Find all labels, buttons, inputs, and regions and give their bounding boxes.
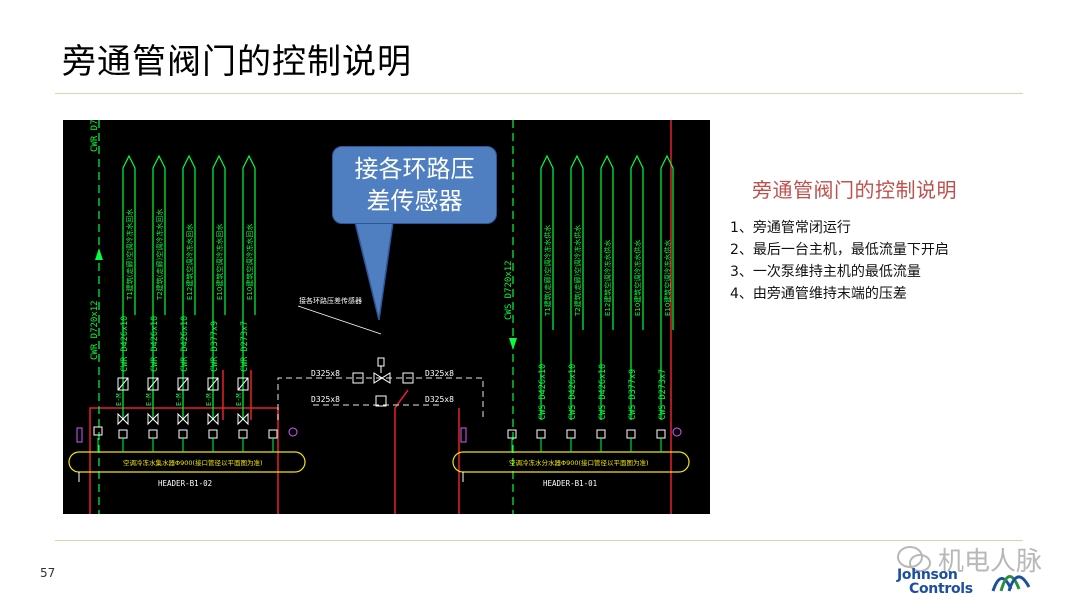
svg-text:T2建筑(走廊)空调冷冻水回水: T2建筑(走廊)空调冷冻水回水 [155,209,164,301]
svg-text:CWR D426x10: CWR D426x10 [120,316,130,372]
bypass-pipes [277,377,484,420]
svg-text:CWR D377x9: CWR D377x9 [210,321,220,372]
svg-text:CWS D426x10: CWS D426x10 [598,364,608,420]
right-flow-arrow [509,338,517,350]
right-main-label: CWS D720x12 [504,260,514,320]
left-flow-arrow [95,248,103,260]
schematic-svg: CWR D7 CWR D720x12 CWS D720x12 T1建筑(走廊)空… [68,120,690,514]
left-main-label: CWR D720x12 [90,300,100,360]
left-valve-tags: E-M E-M E-M E-M E-M [115,393,243,406]
red-pipes [89,120,672,514]
left-header [68,451,306,473]
svg-text:CWS D273x7: CWS D273x7 [658,369,668,420]
svg-text:T2建筑(走廊)空调冷冻水供水: T2建筑(走廊)空调冷冻水供水 [573,225,582,317]
svg-text:D325x8: D325x8 [311,369,340,378]
watermark-text: 机电人脉 [938,547,1043,577]
callout-pointer [355,222,394,321]
svg-text:E12建筑空调冷冻水供水: E12建筑空调冷冻水供水 [603,240,612,316]
sensor-callout: 接各环路压 差传感器 [332,146,497,224]
slide-title: 旁通管阀门的控制说明 [62,42,412,82]
svg-text:E10建筑空调冷冻水回水: E10建筑空调冷冻水回水 [245,224,254,300]
svg-text:E-M: E-M [115,393,123,406]
svg-text:CWS D426x10: CWS D426x10 [538,364,548,420]
control-points-list: 1、旁通管常闭运行 2、最后一台主机，最低流量下开启 3、一次泵维持主机的最低流… [730,217,949,305]
svg-text:D325x8: D325x8 [311,395,340,404]
page-number: 57 [40,566,56,580]
left-header-note: 空调冷冻水集水器Φ900(接口管径以平面图为准) [123,458,263,467]
right-risers [540,154,674,420]
svg-text:T1建筑(走廊)空调冷冻水供水: T1建筑(走廊)空调冷冻水供水 [543,225,552,317]
footer-divider [55,540,1023,541]
gauges [76,427,682,482]
list-item: 2、最后一台主机，最低流量下开启 [730,242,949,258]
left-riser-labels: T1建筑(走廊)空调冷冻水回水 T2建筑(走廊)空调冷冻水回水 E12建筑空调冷… [125,209,254,301]
logo-word-2: Controls [909,581,973,597]
svg-text:E-M: E-M [235,393,243,406]
right-header-note: 空调冷冻水分水器Φ900(接口管径以平面图为准) [509,458,649,467]
svg-text:CWS D377x9: CWS D377x9 [628,369,638,420]
logo-wave-icon [991,575,1031,592]
svg-text:E10建筑空调冷冻水供水: E10建筑空调冷冻水供水 [663,240,672,316]
wechat-icon [897,545,931,572]
right-branch-labels: CWS D426x10 CWS D426x10 CWS D426x10 CWS … [538,364,668,420]
svg-text:D325x8: D325x8 [425,369,454,378]
header-drops [97,438,662,452]
watermark: 机电人脉 [896,541,1042,578]
bypass-valves [352,357,414,407]
list-item: 1、旁通管常闭运行 [730,220,851,236]
title-divider [55,93,1023,94]
bypass-labels: D325x8 D325x8 D325x8 D325x8 [311,369,454,404]
svg-text:CWR D426x10: CWR D426x10 [180,316,190,372]
list-item: 4、由旁通管维持末端的压差 [730,286,907,302]
callout-line-1: 接各环路压 [354,155,475,183]
right-riser-labels: T1建筑(走廊)空调冷冻水供水 T2建筑(走廊)空调冷冻水供水 E12建筑空调冷… [543,225,672,317]
sensor-leader [297,305,382,335]
panel-heading: 旁通管阀门的控制说明 [752,178,957,202]
svg-text:CWS D426x10: CWS D426x10 [568,364,578,420]
sensor-note: 接各环路压差传感器 [299,296,362,305]
svg-text:CWR D273x7: CWR D273x7 [240,321,250,372]
svg-text:D325x8: D325x8 [425,395,454,404]
svg-text:E-M: E-M [205,393,213,406]
svg-text:T1建筑(走廊)空调冷冻水回水: T1建筑(走廊)空调冷冻水回水 [125,209,134,301]
callout-line-2: 差传感器 [366,187,463,215]
company-logo: Johnson Controls [895,567,1035,601]
left-valves [93,377,278,439]
svg-text:E10建筑空调冷冻水回水: E10建筑空调冷冻水回水 [215,224,224,300]
svg-text:CWR D426x10: CWR D426x10 [150,316,160,372]
left-branch-labels: CWR D426x10 CWR D426x10 CWR D426x10 CWR … [120,316,250,372]
right-header-name: HEADER-B1-01 [543,479,597,488]
list-item: 3、一次泵维持主机的最低流量 [730,264,921,280]
svg-text:E-M: E-M [145,393,153,406]
svg-text:E-M: E-M [175,393,183,406]
right-valves [507,429,666,439]
logo-word-1: Johnson [897,567,958,583]
left-risers [122,154,256,420]
left-top-label: CWR D7 [90,120,100,152]
svg-text:E12建筑空调冷冻水回水: E12建筑空调冷冻水回水 [185,224,194,300]
left-header-name: HEADER-B1-02 [158,479,212,488]
svg-text:E10建筑空调冷冻水供水: E10建筑空调冷冻水供水 [633,240,642,316]
